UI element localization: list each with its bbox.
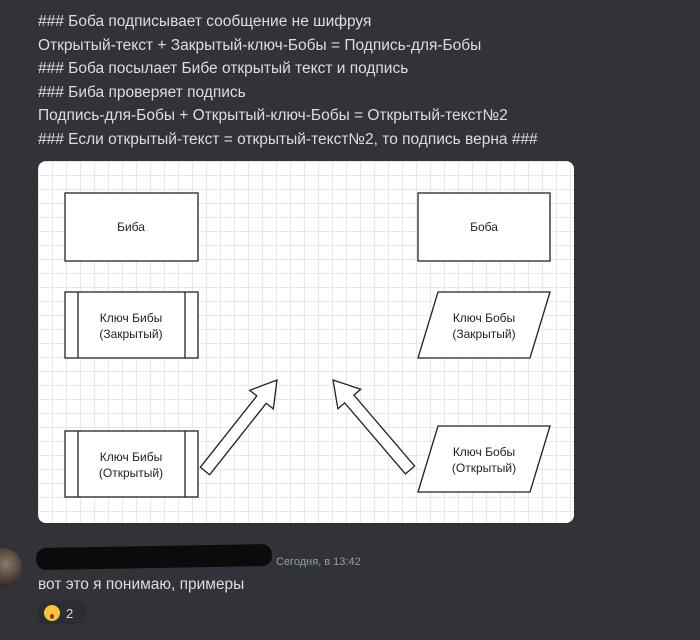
post-line: ### Если открытый-текст = открытый-текст… — [38, 130, 538, 148]
arrow-right — [332, 379, 416, 475]
label: Ключ Бибы — [100, 450, 162, 464]
post-line: Открытый-текст + Закрытый-ключ-Бобы = По… — [38, 36, 482, 54]
reaction-button[interactable]: 2 — [38, 601, 86, 625]
label: Ключ Бобы — [453, 311, 515, 325]
label: (Открытый) — [99, 466, 163, 480]
label: Ключ Бобы — [453, 445, 515, 459]
boba-private-key-box: Ключ Бобы (Закрытый) — [417, 291, 551, 359]
post-text: ### Боба подписывает сообщение не шифруя… — [38, 10, 538, 152]
hushed-face-icon — [44, 605, 60, 621]
label: (Открытый) — [452, 461, 516, 475]
label: (Закрытый) — [99, 327, 162, 341]
reaction-count: 2 — [66, 605, 74, 621]
post-line: ### Боба подписывает сообщение не шифруя — [38, 13, 372, 30]
biba-private-key-box: Ключ Бибы (Закрытый) — [64, 291, 199, 359]
avatar[interactable] — [0, 548, 22, 588]
biba-box — [64, 192, 199, 262]
post-line: Подпись-для-Бобы + Открытый-ключ-Бобы = … — [38, 107, 508, 125]
label: Ключ Бибы — [100, 311, 162, 325]
boba-box — [417, 192, 551, 262]
comment-text: вот это я понимаю, примеры — [38, 576, 245, 593]
redacted-username — [35, 543, 273, 571]
post-line: ### Боба посылает Бибе открытый текст и … — [38, 60, 409, 78]
biba-label: Биба — [117, 220, 145, 234]
label: (Закрытый) — [452, 327, 515, 341]
post-line: ### Биба проверяет подпись — [38, 83, 246, 101]
boba-public-key-box: Ключ Бобы (Открытый) — [417, 425, 551, 493]
diagram-image[interactable]: Биба Боба Ключ Бибы (Закрытый) Ключ Бибы… — [38, 161, 574, 523]
arrow-left — [199, 379, 278, 476]
biba-public-key-box: Ключ Бибы (Открытый) — [64, 430, 199, 498]
comment-timestamp: Сегодня, в 13:42 — [276, 556, 361, 568]
boba-label: Боба — [470, 220, 498, 234]
